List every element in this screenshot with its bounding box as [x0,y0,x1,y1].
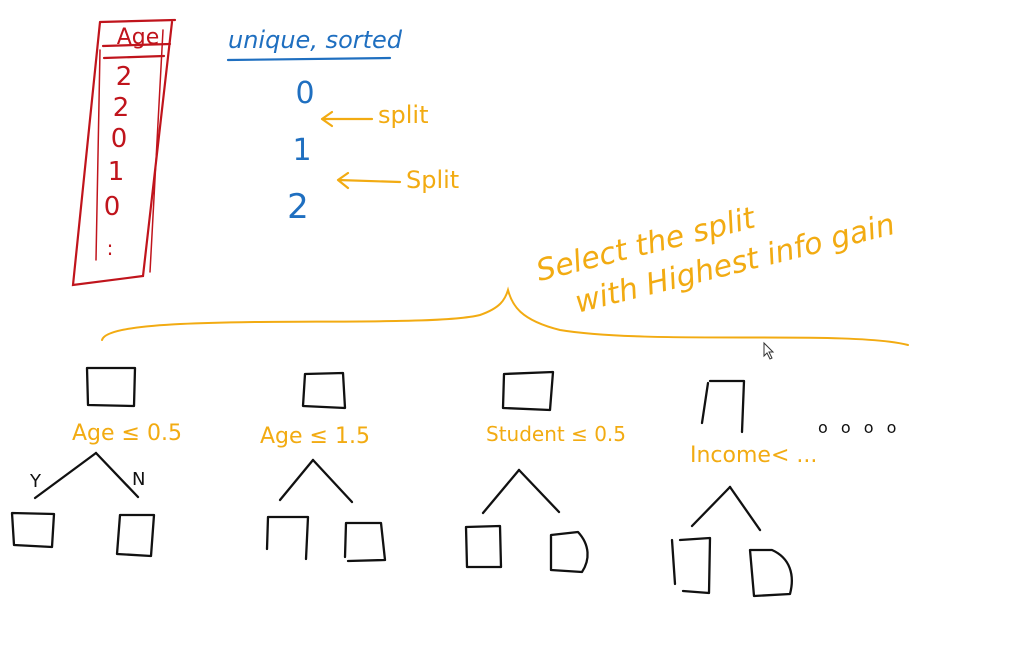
tree-branch-right [311,458,354,504]
tree-leaf-node [464,524,503,569]
cursor-icon [763,341,775,360]
split-label: split [378,101,428,129]
age-value: 2 [116,62,133,92]
age-value: 0 [111,124,128,154]
unique-value: 0 [295,76,314,111]
note: Select the split with Highest info gain [533,200,899,320]
tree-root-node [700,379,746,434]
more-trees-ellipsis: o o o o [818,418,900,437]
tree-branch-left [690,485,732,528]
tree-branch-left [278,458,315,502]
tree-condition: Student ≤ 0.5 [486,422,626,446]
tree-leaf-node [115,513,156,558]
tree-leaf-node [670,536,712,595]
unique-value: 1 [292,133,311,168]
split-arrows [320,110,402,190]
age-table-inner-right [149,29,164,273]
age-header: Age [117,25,160,50]
split-arrow-icon [336,171,402,190]
age-table-frame [71,18,177,287]
age-ellipsis: : [107,236,114,260]
age-value: 1 [108,157,125,187]
tree-root-node [501,370,555,412]
tree-leaf-node [549,530,589,574]
tree-root-node [85,366,137,408]
tree-condition: Age ≤ 0.5 [72,421,182,446]
branch-label-no: N [132,469,145,490]
age-table-inner-left [95,49,101,261]
tree-1 [10,366,156,558]
tree-leaf-node [748,548,793,598]
tree-root-node [301,371,347,410]
tree-condition: Income< ... [690,443,817,468]
unique-sorted-title: unique, sorted [228,26,403,54]
tree-leaf-node [10,511,56,549]
tree-2 [265,371,387,563]
grouping-brace [101,286,909,346]
age-value: 2 [113,93,130,123]
tree-leaf-node [343,521,387,563]
split-label: Split [406,166,459,194]
tree-4 [670,379,793,598]
age-value: 0 [104,192,121,222]
split-arrow-icon [320,110,374,128]
unique-value: 2 [287,187,309,227]
tree-leaf-node [265,515,310,561]
tree-branch-right [728,485,762,532]
age-table [71,18,177,287]
tree-branch-left [33,451,98,500]
age-table-header-rule2 [102,54,166,60]
age-table-header-rule [101,42,172,48]
tree-condition: Age ≤ 1.5 [260,424,370,449]
unique-sorted-underline [226,56,392,62]
tree-branch-left [481,468,521,515]
tree-3 [464,370,589,574]
tree-branch-right [94,451,140,499]
branch-label-yes: Y [29,471,42,492]
tree-branch-right [517,468,561,514]
